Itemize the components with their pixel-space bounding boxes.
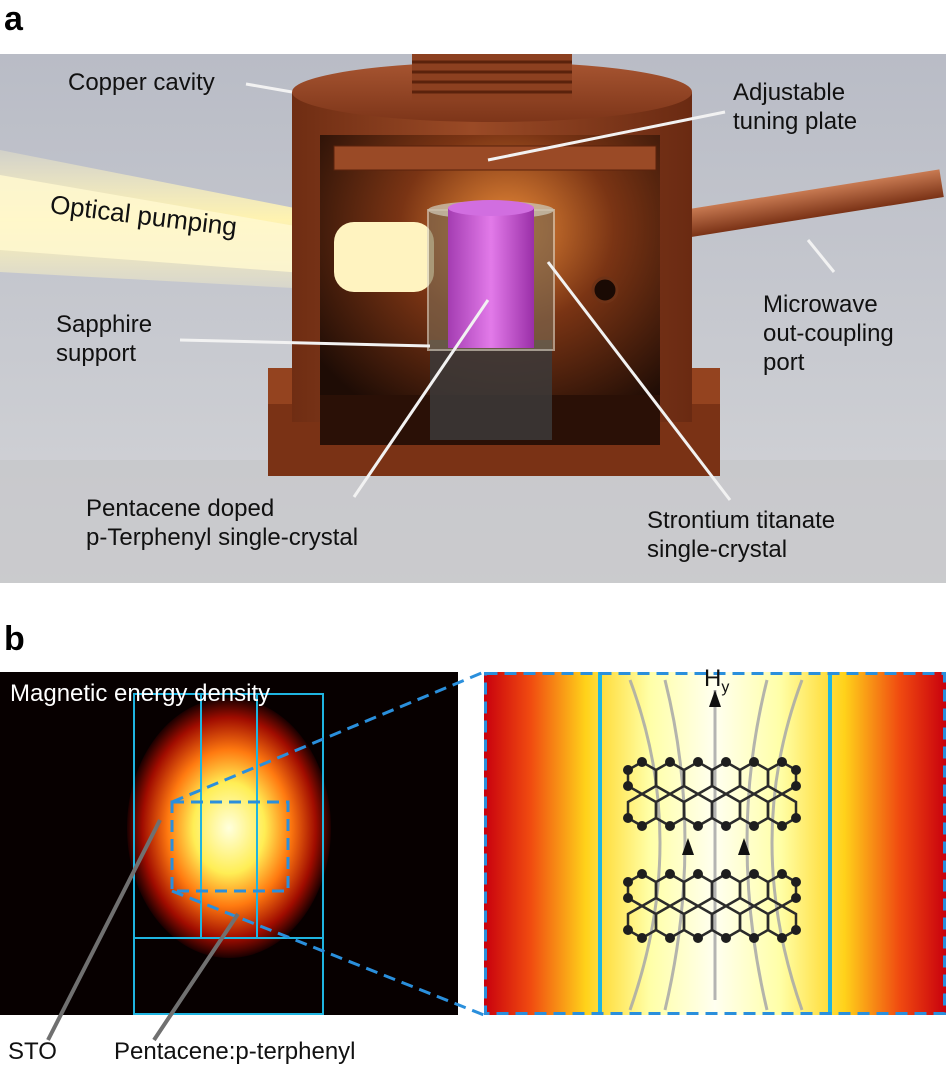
- field-label: Hy: [704, 665, 729, 696]
- sto-boundaries: [598, 672, 832, 1015]
- label-copper-cavity: Copper cavity: [68, 69, 215, 96]
- label-pentacene-p-terphenyl: Pentacene:p-terphenyl: [114, 1038, 356, 1065]
- bottom-leader-lines: [46, 819, 240, 1042]
- screw-threads: [412, 60, 572, 94]
- map-title: Magnetic energy density: [10, 680, 271, 707]
- label-microwave-port: Microwave out-coupling port: [763, 291, 894, 376]
- field-lines: [628, 679, 804, 1011]
- panel-b-letter: b: [4, 620, 25, 658]
- molecule-atoms-upper: [623, 757, 801, 831]
- sapphire-support: [430, 340, 552, 440]
- zoom-region-box: [170, 800, 290, 893]
- zoom-frame: [484, 672, 946, 1015]
- label-strontium-crystal: Strontium titanate single-crystal: [647, 507, 836, 563]
- floor-reflection: [0, 460, 946, 583]
- leader-lines-a: [179, 82, 836, 501]
- pentacene-crystal: [448, 208, 534, 348]
- label-sto: STO: [8, 1038, 57, 1065]
- label-tuning-plate: Adjustable tuning plate: [733, 79, 858, 135]
- label-sapphire-support: Sapphire support: [56, 311, 153, 367]
- molecule-atoms-lower: [623, 869, 801, 943]
- microwave-pipe: [680, 169, 944, 238]
- geometry-outline: [133, 693, 324, 1015]
- beam-core: [0, 175, 330, 275]
- port-hole: [591, 276, 619, 304]
- field-subscript: y: [721, 679, 729, 696]
- pentacene-top: [448, 200, 534, 216]
- beam-in-cavity: [334, 222, 434, 292]
- label-pentacene-crystal: Pentacene doped p-Terphenyl single-cryst…: [86, 495, 359, 551]
- panel-a-letter: a: [4, 0, 23, 38]
- field-arrows: [682, 690, 750, 855]
